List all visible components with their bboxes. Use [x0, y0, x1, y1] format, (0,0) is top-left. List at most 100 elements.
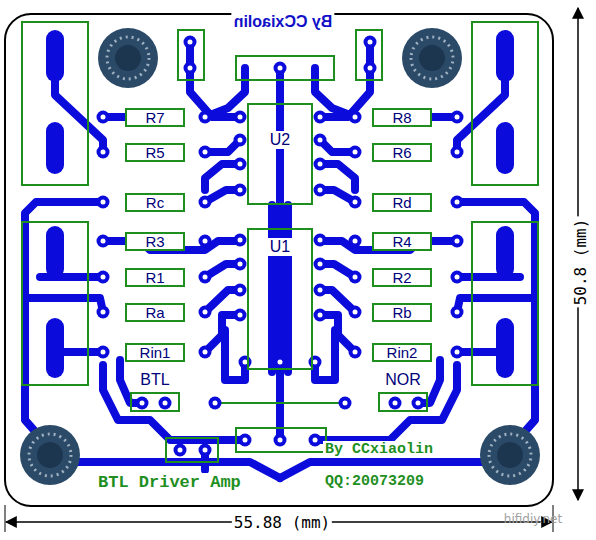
pad-drill [455, 115, 460, 120]
copper-traces [25, 42, 280, 478]
pad-copper [314, 258, 327, 271]
pad-drill [238, 188, 243, 193]
pad-drill [238, 162, 243, 167]
solder-pad [349, 196, 362, 209]
jumper-label: NOR [385, 372, 421, 388]
ic-label: U1 [268, 238, 292, 256]
pad-drill [101, 200, 106, 205]
pad-drill [101, 115, 106, 120]
pad-drill [203, 239, 208, 244]
solder-pad [97, 306, 110, 319]
pad-drill [353, 239, 358, 244]
hole-center [37, 442, 63, 468]
pad-drill [278, 66, 283, 71]
solder-pad [97, 346, 110, 359]
resistor-footprint: R3 [125, 232, 185, 251]
resistor-footprint: R2 [372, 268, 432, 287]
mirrored-credit: By CCxiaolin [232, 13, 335, 31]
solder-pad [97, 196, 110, 209]
pad-drill [353, 310, 358, 315]
pad-copper [314, 309, 327, 322]
ic-footprint: U1 [247, 228, 313, 370]
solder-pad [199, 444, 212, 457]
solder-pad [451, 111, 464, 124]
pad-drill [318, 238, 323, 243]
resistor-footprint: R6 [372, 143, 432, 162]
pad-copper [451, 146, 464, 159]
pad-drill [238, 262, 243, 267]
pad-copper [451, 196, 464, 209]
pad-drill [455, 350, 460, 355]
pad-copper [349, 271, 362, 284]
solder-pad [349, 346, 362, 359]
part-label: Rin1 [140, 345, 171, 360]
pad-drill [318, 138, 323, 143]
pad-copper [97, 271, 110, 284]
board-half-mirror [280, 22, 540, 485]
solder-pad [349, 235, 362, 248]
pad-copper [451, 306, 464, 319]
pad-copper [97, 146, 110, 159]
resistor-footprint: Rin1 [125, 343, 185, 362]
pad-copper [314, 234, 327, 247]
pad-copper [274, 62, 287, 75]
board-outline [5, 14, 553, 506]
trace [205, 68, 245, 117]
hole-center [115, 45, 141, 71]
pad-copper [174, 444, 187, 457]
pad-copper [451, 111, 464, 124]
jumper-outline [378, 392, 428, 412]
solder-pad [314, 158, 327, 171]
solder-pad [451, 346, 464, 359]
pad-copper [234, 111, 247, 124]
part-label: R1 [145, 270, 164, 285]
pad-drill [238, 138, 243, 143]
pad-drill [203, 200, 208, 205]
pad-copper [97, 346, 110, 359]
pad-drill [178, 448, 183, 453]
pad-copper [349, 235, 362, 248]
pad-drill [416, 401, 421, 406]
dimension-label: 50.8 (mm) [571, 217, 590, 308]
solder-pad [339, 397, 352, 410]
part-label: R5 [145, 145, 164, 160]
oval-pad [46, 122, 64, 174]
pad-copper [209, 397, 222, 410]
pad-copper [239, 356, 252, 369]
pad-copper [199, 444, 212, 457]
solder-pad [314, 309, 327, 322]
pad-drill [203, 275, 208, 280]
solder-pad [199, 271, 212, 284]
solder-pad [314, 234, 327, 247]
solder-pad [234, 184, 247, 197]
solder-pad [314, 258, 327, 271]
pad-drill [243, 438, 248, 443]
pad-copper [274, 356, 287, 369]
part-label: Rb [392, 305, 411, 320]
resistor-footprint: R8 [372, 108, 432, 127]
contact-text: QQ:20073209 [323, 473, 426, 490]
resistor-footprint: R7 [125, 108, 185, 127]
pad-drill [163, 401, 168, 406]
part-label: R4 [392, 234, 411, 249]
solder-pad [97, 146, 110, 159]
pad-copper [234, 134, 247, 147]
hole-ring [20, 425, 80, 485]
pad-drill [213, 401, 218, 406]
pad-drill [353, 150, 358, 155]
pads [97, 36, 464, 457]
pad-drill [238, 238, 243, 243]
pad-drill [455, 150, 460, 155]
pad-drill [238, 115, 243, 120]
pad-drill [101, 150, 106, 155]
pad-copper [199, 306, 212, 319]
mounting-hole [98, 28, 158, 88]
part-label: R7 [145, 110, 164, 125]
pad-drill [101, 275, 106, 280]
pad-copper [234, 158, 247, 171]
pad-drill [455, 275, 460, 280]
pad-copper [97, 111, 110, 124]
pad-drill [318, 115, 323, 120]
pad-copper [451, 235, 464, 248]
